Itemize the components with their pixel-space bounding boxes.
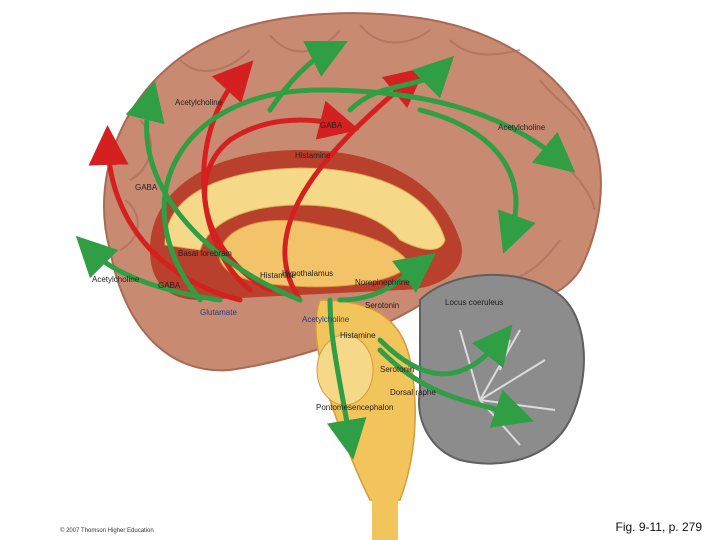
label-dorsal-raphe: Dorsal raphe: [390, 388, 436, 397]
pons: [316, 334, 374, 406]
green-pathways: [75, 41, 576, 460]
acetylcholine-arc: [161, 87, 576, 303]
label-locus-coeruleus: Locus coeruleus: [445, 298, 503, 307]
label-acetylcholine-top: Acetylcholine: [175, 98, 223, 107]
labels: Acetylcholine GABA Histamine Acetylcholi…: [92, 98, 546, 412]
acetylcholine-left: [75, 235, 223, 303]
label-acetylcholine-left: Acetylcholine: [92, 275, 140, 284]
label-hypothalamus: Hypothalamus: [282, 269, 333, 278]
label-pontomesencephalon: Pontomesencephalon: [316, 403, 393, 412]
label-acetylcholine-right: Acetylcholine: [498, 123, 546, 132]
spinal-cord: [372, 495, 398, 540]
label-acetylcholine-mid: Acetylcholine: [302, 315, 350, 324]
red-pathways: [88, 60, 426, 303]
copyright-text: © 2007 Thomson Higher Education: [60, 528, 154, 534]
label-gaba-lower: GABA: [158, 281, 181, 290]
label-norepinephrine: Norepinephrine: [355, 278, 410, 287]
label-serotonin: Serotonin: [365, 301, 399, 310]
acetylcholine-upper-right: [347, 55, 455, 113]
gaba-pathway-top: [201, 60, 254, 293]
label-serotonin-lower: Serotonin: [380, 365, 414, 374]
label-histamine-top: Histamine: [295, 151, 331, 160]
label-histamine-mid: Histamine: [260, 271, 296, 280]
corpus-callosum: [164, 167, 446, 251]
gaba-pathway-left: [88, 125, 243, 303]
cerebellum: [418, 273, 585, 465]
label-histamine-lower: Histamine: [340, 331, 376, 340]
cerebellar-pathway: [377, 324, 513, 377]
label-basal-forebrain: Basal forebrain: [178, 249, 232, 258]
label-glutamate: Glutamate: [200, 308, 237, 317]
histamine-pathway: [282, 67, 426, 303]
cerebellar-pathway-lower: [377, 347, 534, 428]
brainstem-descending: [326, 297, 367, 460]
acetylcholine-pathway-top: [125, 80, 303, 303]
acetylcholine-right-down: [417, 107, 536, 254]
acetylcholine-top-left: [267, 41, 348, 113]
label-gaba-left: GABA: [135, 183, 158, 192]
figure-caption: Fig. 9-11, p. 279: [615, 520, 703, 534]
label-gaba-top: GABA: [320, 121, 343, 130]
gaba-pathway-upper: [202, 100, 360, 293]
locus-branch: [337, 252, 436, 303]
